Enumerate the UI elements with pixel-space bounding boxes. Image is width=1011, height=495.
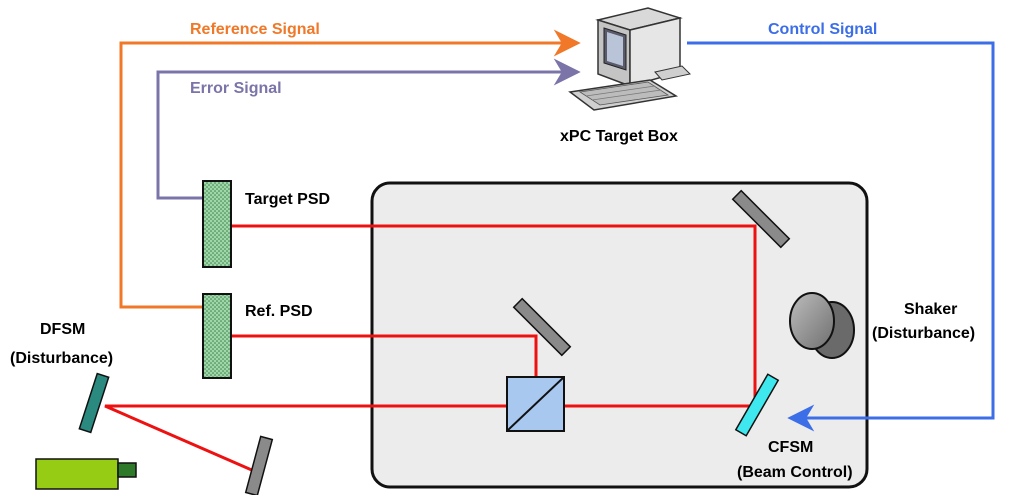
shaker-label: Shaker — [904, 301, 957, 318]
cfsm-label: CFSM — [768, 439, 813, 456]
center-mirror — [512, 297, 572, 357]
ref-psd-label: Ref. PSD — [245, 303, 313, 320]
laser-source — [35, 458, 137, 490]
dfsm-mirror — [78, 372, 110, 434]
error-signal-label: Error Signal — [190, 80, 282, 97]
dfsm-subtitle: (Disturbance) — [10, 350, 113, 367]
cfsm-subtitle: (Beam Control) — [737, 464, 853, 481]
shaker-subtitle: (Disturbance) — [872, 325, 975, 342]
folding-mirror — [244, 435, 274, 495]
cfsm-mirror — [734, 373, 780, 437]
reference-signal-label: Reference Signal — [190, 21, 320, 38]
computer-icon — [568, 7, 692, 111]
target-psd-detector — [202, 180, 232, 268]
ref-psd-detector — [202, 293, 232, 379]
target-psd-label: Target PSD — [245, 191, 330, 208]
dfsm-label: DFSM — [40, 321, 85, 338]
shaker — [789, 292, 855, 359]
control-signal-line — [687, 41, 995, 432]
reference-signal-line — [119, 29, 581, 309]
control-signal-label: Control Signal — [768, 21, 877, 38]
beam-splitter — [506, 376, 565, 432]
top-right-mirror — [731, 189, 791, 249]
error-signal-line — [156, 58, 581, 200]
xpc-target-box-label: xPC Target Box — [560, 128, 678, 145]
